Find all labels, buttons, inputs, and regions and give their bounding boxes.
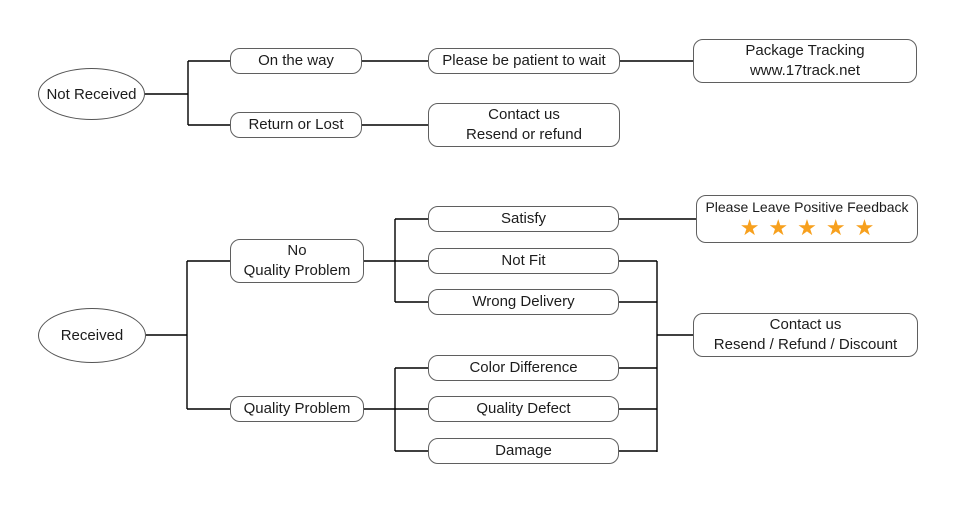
node-label-line1: Contact us	[769, 316, 842, 333]
node-label: On the way	[258, 52, 334, 69]
node-label: Return or Lost	[248, 116, 344, 133]
node-contact-resend-refund-discount: Contact us Resend / Refund / Discount	[693, 313, 918, 357]
node-label-line1: Contact us	[488, 106, 560, 123]
node-quality-problem: Quality Problem	[230, 396, 364, 422]
node-damage: Damage	[428, 438, 619, 464]
node-label-line1: No	[287, 242, 307, 259]
node-not-received: Not Received	[38, 68, 145, 120]
node-package-tracking: Package Tracking www.17track.net	[693, 39, 917, 83]
node-label-line1: Package Tracking	[745, 42, 865, 59]
node-label: Wrong Delivery	[472, 293, 575, 310]
node-return-or-lost: Return or Lost	[230, 112, 362, 138]
node-label: Please be patient to wait	[442, 52, 606, 69]
node-label: Satisfy	[500, 210, 546, 227]
node-label: Please Leave Positive Feedback	[705, 199, 909, 215]
node-label: Received	[60, 327, 124, 344]
node-label-line2: www.17track.net	[749, 62, 861, 79]
node-positive-feedback: Please Leave Positive Feedback ★★★★★	[696, 195, 918, 243]
node-label-line2: Resend / Refund / Discount	[713, 336, 898, 353]
node-satisfy: Satisfy	[428, 206, 619, 232]
node-label-line2: Quality Problem	[243, 262, 351, 279]
node-label: Not Fit	[501, 252, 546, 269]
node-label: Damage	[495, 442, 552, 459]
node-wrong-delivery: Wrong Delivery	[428, 289, 619, 315]
node-received: Received	[38, 308, 146, 363]
node-label-line2: Resend or refund	[466, 126, 582, 143]
five-star-rating-icon: ★★★★★	[739, 215, 884, 240]
node-quality-defect: Quality Defect	[428, 396, 619, 422]
node-no-quality-problem: No Quality Problem	[230, 239, 364, 283]
node-not-fit: Not Fit	[428, 248, 619, 274]
node-please-be-patient: Please be patient to wait	[428, 48, 620, 74]
node-on-the-way: On the way	[230, 48, 362, 74]
node-label: Color Difference	[469, 359, 578, 376]
node-label: Quality Problem	[243, 400, 351, 417]
node-label: Quality Defect	[476, 400, 571, 417]
node-contact-resend-refund: Contact us Resend or refund	[428, 103, 620, 147]
node-label: Not Received	[46, 85, 137, 103]
node-color-difference: Color Difference	[428, 355, 619, 381]
